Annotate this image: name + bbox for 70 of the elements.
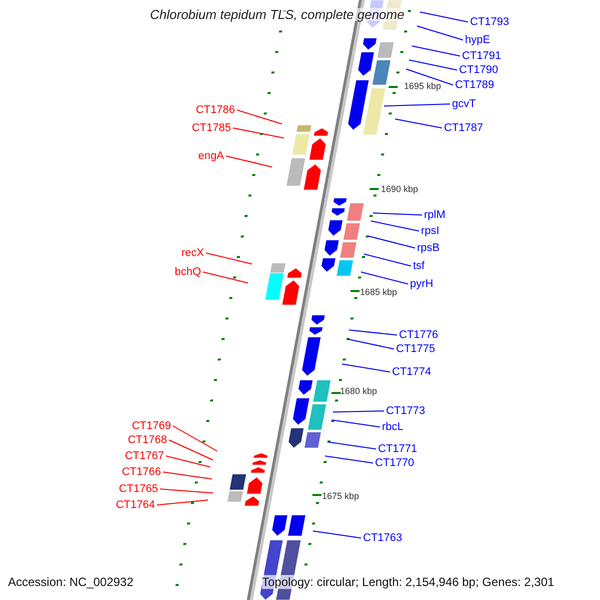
leader-line <box>332 410 384 412</box>
gene-label: CT1785 <box>192 121 231 135</box>
leader-line <box>324 456 374 464</box>
gene-label: CT1775 <box>396 342 436 356</box>
gene-label: CT1787 <box>444 121 484 135</box>
gene-label: rbcL <box>382 420 404 434</box>
leader-line <box>348 330 398 336</box>
leader-line <box>420 12 468 22</box>
leader-line <box>160 488 214 494</box>
leader-line <box>172 426 218 452</box>
gene-label: CT1769 <box>132 419 171 433</box>
gene-label: rpsB <box>417 241 440 255</box>
leader-line <box>236 110 282 124</box>
gene-label: gcvT <box>452 97 476 111</box>
gene-label: rplM <box>424 208 446 222</box>
leader-line <box>346 338 394 350</box>
leader-line <box>360 272 408 284</box>
gene-label: engA <box>198 149 224 163</box>
scale-label: 1695 kbp <box>404 81 442 92</box>
leader-line <box>312 530 362 538</box>
gene-label: CT1773 <box>386 404 426 418</box>
leader-line <box>368 236 416 248</box>
leader-line <box>394 118 442 128</box>
gene-label: CT1791 <box>462 49 502 63</box>
scale-label: 1675 kbp <box>322 491 360 502</box>
gene-label: CT1790 <box>459 63 498 77</box>
gene-label: CT1789 <box>455 78 494 92</box>
gene-label: pyrH <box>410 277 434 291</box>
leader-line <box>226 156 272 168</box>
gene-label: rpsI <box>421 224 440 238</box>
leader-line <box>372 212 422 216</box>
gene-label: CT1776 <box>399 328 438 342</box>
leader-line <box>328 442 376 450</box>
title: Chlorobium tepidum TLS, complete genome <box>150 8 404 21</box>
footer-text: Accession: NC_002932 <box>8 575 134 589</box>
gene-label: CT1764 <box>116 498 155 512</box>
leader-line <box>384 104 450 106</box>
gene-label: CT1793 <box>470 15 510 29</box>
leader-line <box>232 128 284 138</box>
scale-label: 1685 kbp <box>360 287 398 298</box>
leader-line <box>156 500 208 506</box>
gene-label: bchQ <box>174 265 201 279</box>
gene-label: CT1765 <box>118 482 158 496</box>
leader-line <box>332 420 380 428</box>
gene-label: CT1767 <box>124 449 164 463</box>
gene-label: CT1774 <box>392 365 432 379</box>
gene-label: CT1771 <box>378 442 418 456</box>
leader-line <box>364 254 412 266</box>
gene-label: CT1786 <box>196 103 235 117</box>
gene-label: hypE <box>465 33 490 47</box>
gene-label: CT1770 <box>375 456 414 470</box>
gene-label: recX <box>181 246 204 260</box>
leader-line <box>416 26 464 40</box>
leader-line <box>342 364 390 372</box>
leader-line <box>406 68 454 86</box>
leader-line <box>370 220 420 232</box>
gene-label: CT1766 <box>122 465 161 479</box>
leader-line <box>202 272 248 284</box>
footer-text: Topology: circular; Length: 2,154,946 bp; Genes: 2,301 <box>262 575 554 589</box>
leader-line <box>168 440 214 460</box>
gene-label: CT1768 <box>128 433 167 447</box>
leader-line <box>166 456 210 468</box>
leader-line <box>162 472 212 480</box>
gene-label: CT1763 <box>363 531 402 545</box>
gene-label: tsf <box>413 259 425 273</box>
scale-label: 1690 kbp <box>381 184 418 195</box>
leader-line <box>412 46 460 56</box>
scale-label: 1680 kbp <box>340 386 378 397</box>
leader-line <box>408 60 458 70</box>
leader-line <box>206 252 252 264</box>
